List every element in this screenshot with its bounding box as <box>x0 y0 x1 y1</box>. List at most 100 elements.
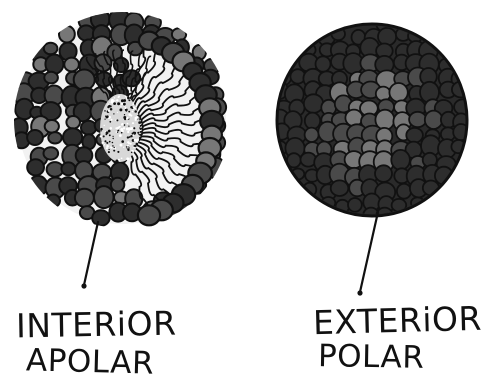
core-speckle <box>106 145 109 148</box>
core-speckle <box>109 101 110 102</box>
core-speckle <box>132 103 134 105</box>
polar-head <box>44 72 58 84</box>
core-speckle <box>126 110 127 111</box>
core-speckle <box>123 99 126 102</box>
polar-head <box>92 210 109 225</box>
polar-head <box>48 132 61 143</box>
core-speckle <box>104 118 105 119</box>
micelle-cross-section <box>11 9 226 289</box>
core-speckle <box>133 147 134 148</box>
core-speckle <box>138 121 141 124</box>
core-speckle <box>111 101 112 102</box>
core-speckle <box>124 114 125 115</box>
polar-head <box>75 189 94 207</box>
core-speckle <box>112 142 114 144</box>
core-speckle <box>135 108 137 110</box>
core-speckle <box>108 117 110 119</box>
polar-head <box>61 162 75 175</box>
core-speckle <box>127 136 129 138</box>
polar-head <box>331 180 349 196</box>
core-speckle <box>131 152 133 154</box>
core-speckle <box>117 132 118 133</box>
core-speckle <box>111 119 113 121</box>
core-speckle <box>123 103 126 106</box>
polar-head <box>78 25 94 40</box>
exterior-label-line2: POLAR <box>318 341 425 374</box>
core-speckle <box>106 116 108 118</box>
core-speckle <box>110 127 113 130</box>
core-speckle <box>100 128 102 130</box>
polar-head <box>45 55 63 74</box>
core-speckle <box>109 134 111 136</box>
core-speckle <box>106 142 108 144</box>
core-speckle <box>139 127 141 129</box>
core-speckle <box>133 109 134 110</box>
micelle-exterior <box>270 15 472 296</box>
exterior-label-line1: EXTERiOR <box>313 302 483 339</box>
core-speckle <box>118 95 120 97</box>
core-speckle <box>100 130 101 131</box>
core-speckle <box>132 122 134 124</box>
core-speckle <box>128 113 131 116</box>
core-speckle <box>136 116 139 119</box>
core-speckle <box>113 138 114 139</box>
polar-head <box>94 186 114 208</box>
interior-pointer-line <box>84 222 98 285</box>
core-speckle <box>121 103 123 105</box>
polar-head <box>45 120 59 133</box>
core-speckle <box>113 113 114 114</box>
core-speckle <box>128 125 129 126</box>
polar-head <box>59 26 75 43</box>
micelle-exterior-heads <box>270 15 472 225</box>
polar-head <box>138 205 160 225</box>
core-speckle <box>104 110 106 112</box>
core-speckle <box>119 134 122 137</box>
core-speckle <box>115 127 117 129</box>
exterior-pointer-dot <box>357 290 362 295</box>
core-speckle <box>110 108 113 111</box>
core-speckle <box>137 132 139 134</box>
core-speckle <box>114 147 115 148</box>
core-speckle <box>108 149 109 150</box>
polar-head <box>348 198 362 212</box>
core-speckle <box>112 136 113 137</box>
polar-head <box>454 99 472 114</box>
core-speckle <box>108 130 111 133</box>
core-speckle <box>130 135 132 137</box>
core-speckle <box>103 145 104 146</box>
core-speckle <box>128 99 130 101</box>
polar-head <box>397 184 411 199</box>
core-speckle <box>134 139 137 142</box>
core-speckle <box>123 127 125 129</box>
polar-head <box>114 58 128 72</box>
core-speckle <box>103 125 104 126</box>
core-speckle <box>100 135 102 137</box>
polar-head <box>425 111 443 129</box>
core-speckle <box>130 127 133 130</box>
core-speckle <box>125 96 126 97</box>
core-speckle <box>107 103 108 104</box>
core-speckle <box>113 102 116 105</box>
polar-head <box>375 165 392 182</box>
core-speckle <box>120 128 123 131</box>
core-speckle <box>127 97 130 100</box>
core-speckle <box>121 157 123 159</box>
core-speckle <box>126 144 129 147</box>
core-speckle <box>128 111 130 113</box>
core-speckle <box>116 99 118 101</box>
core-speckle <box>124 124 126 126</box>
core-speckle <box>125 107 127 109</box>
core-speckle <box>136 143 139 146</box>
polar-head <box>63 128 82 146</box>
polar-head <box>378 28 396 46</box>
core-speckle <box>108 110 110 112</box>
core-speckle <box>121 140 124 143</box>
core-speckle <box>119 108 122 111</box>
polar-head <box>389 83 407 102</box>
polar-head <box>305 128 319 142</box>
core-speckle <box>111 147 113 149</box>
core-speckle <box>127 147 129 149</box>
polar-head <box>29 176 48 196</box>
core-speckle <box>128 129 130 131</box>
core-speckle <box>121 132 123 134</box>
